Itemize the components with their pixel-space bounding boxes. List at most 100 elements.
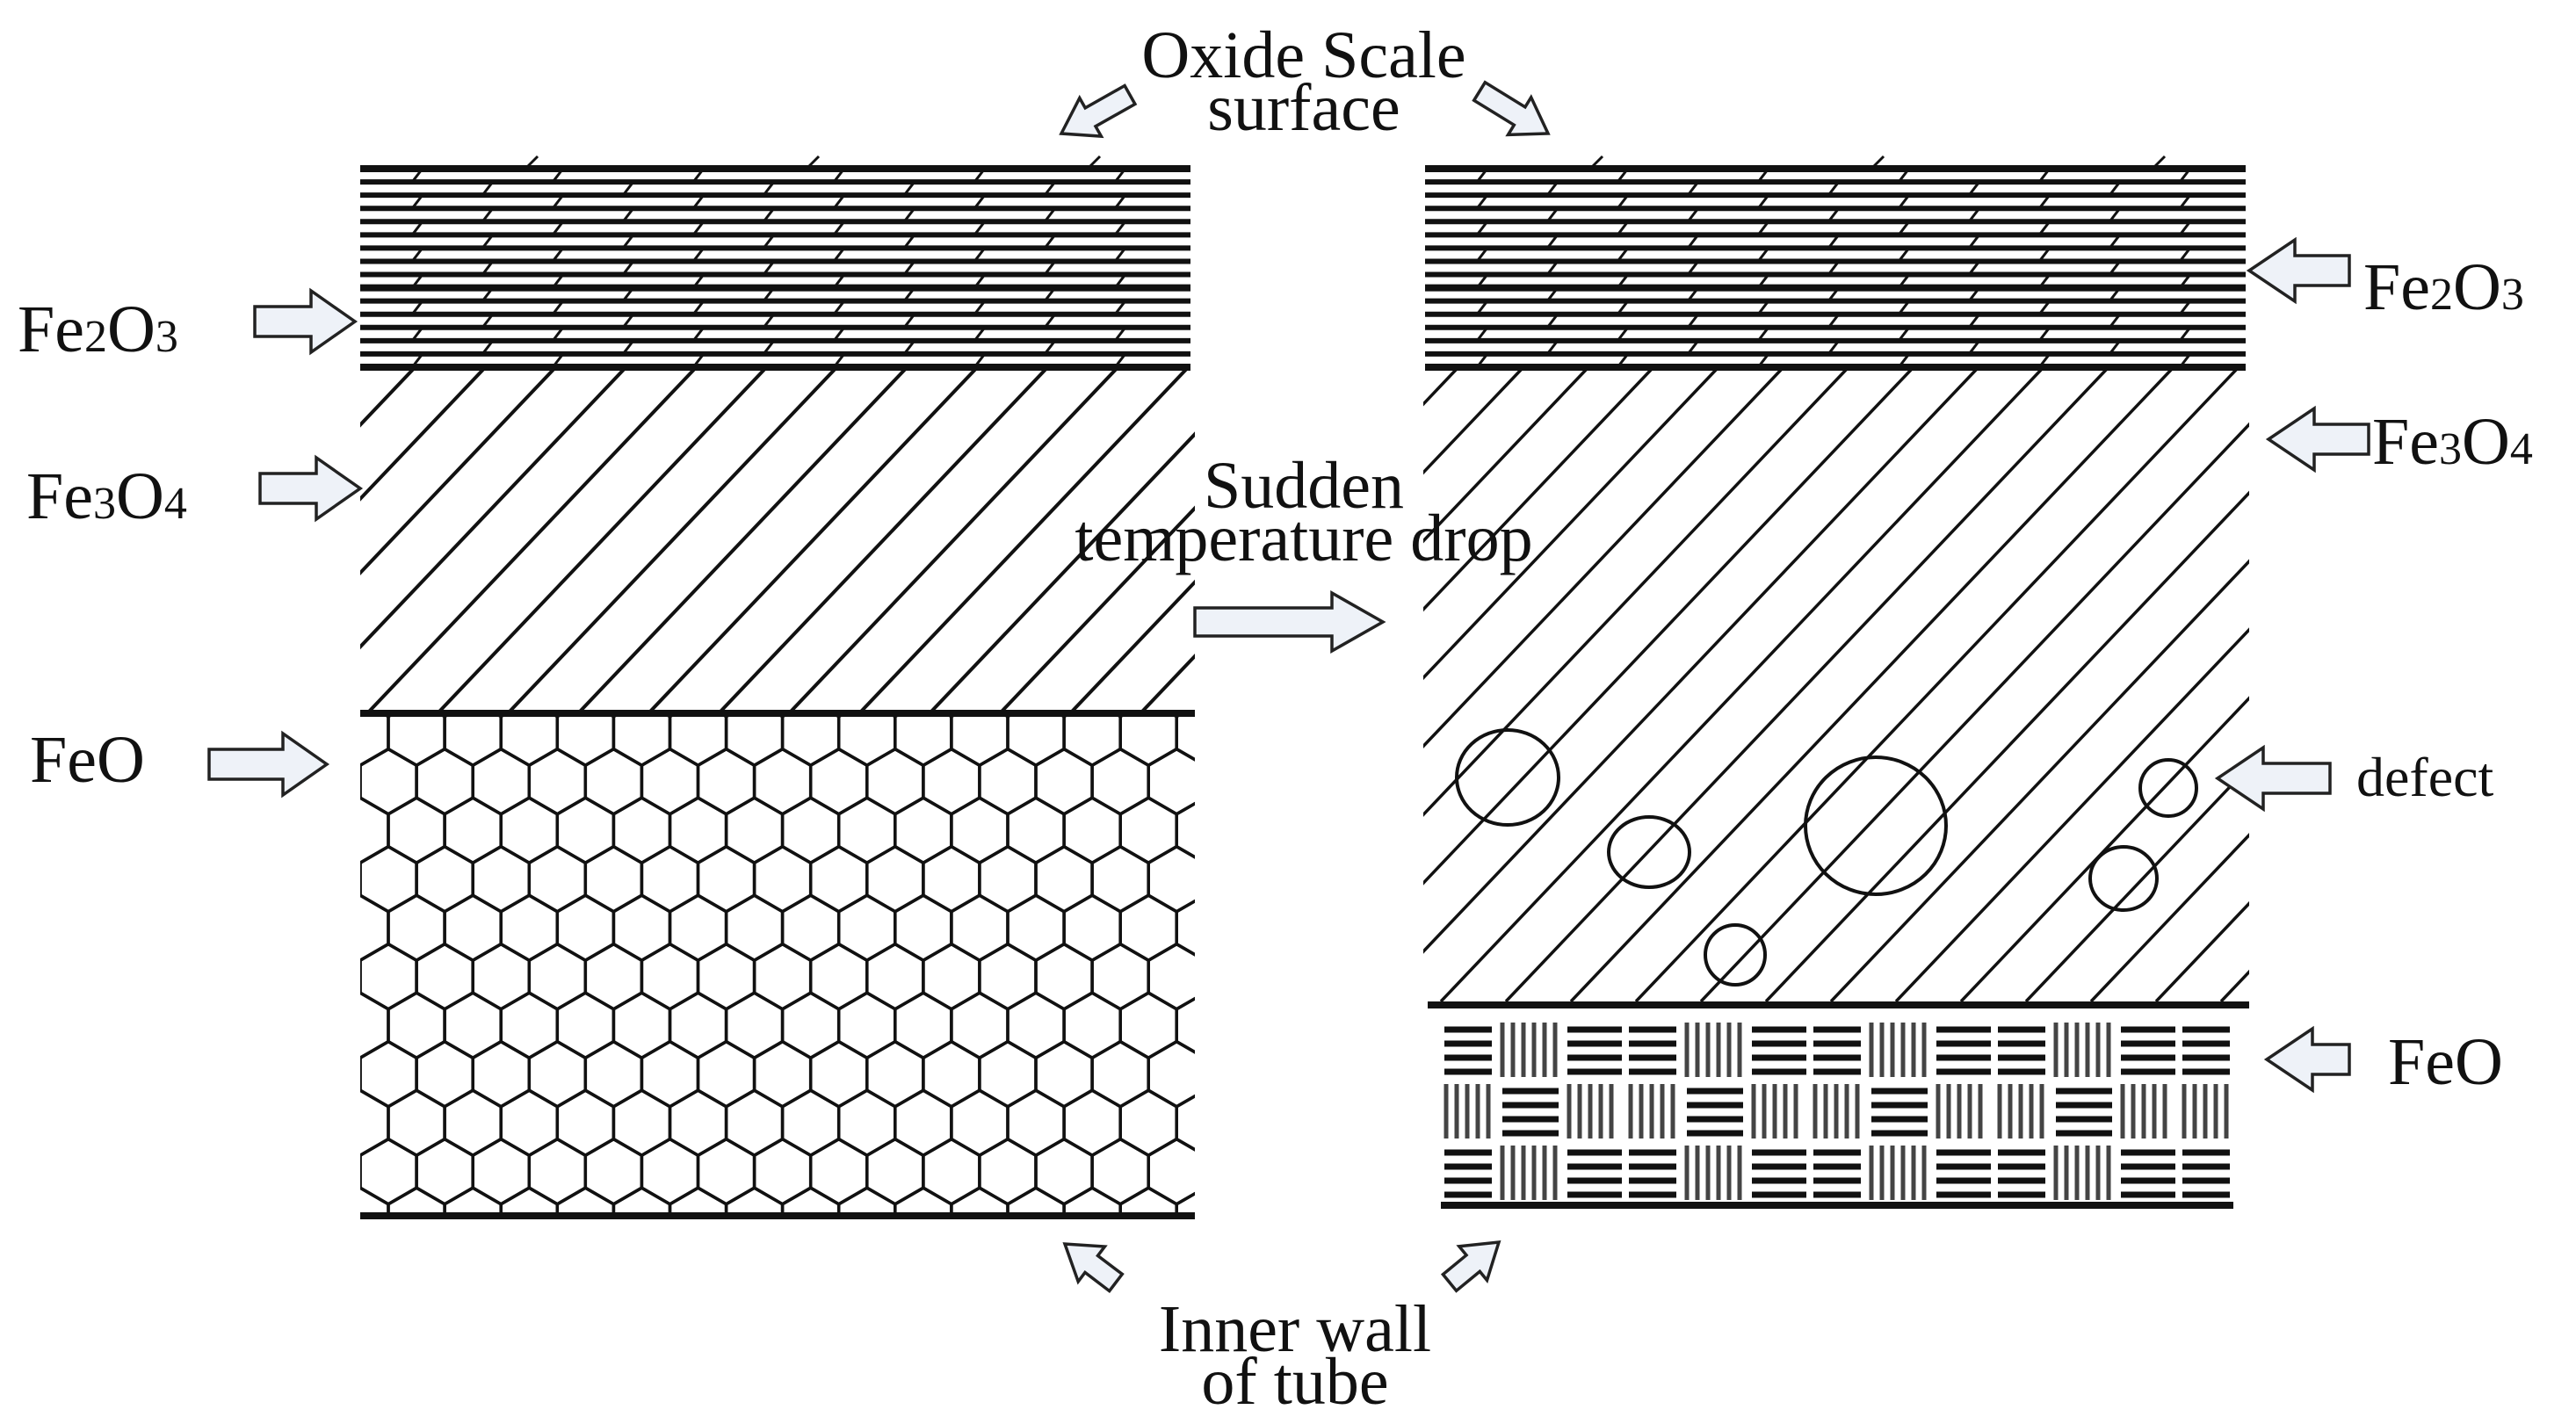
right-feo-layer bbox=[1428, 1001, 2249, 1209]
fe3o4-hatch bbox=[2546, 369, 2576, 1001]
fe2o3-tick bbox=[1044, 340, 1056, 354]
fe3o4-hatch bbox=[1569, 369, 2174, 1001]
fe3o4-hatch bbox=[1423, 369, 1849, 817]
fe2o3-tick bbox=[692, 300, 705, 314]
fe2o3-tick bbox=[903, 182, 915, 196]
fe2o3-tick bbox=[1617, 274, 1629, 288]
sudden-label: Sudden bbox=[1204, 449, 1404, 523]
hex-cell bbox=[1205, 847, 1261, 912]
right-defect-label: defect bbox=[2356, 746, 2494, 808]
fe2o3-tick bbox=[973, 327, 986, 341]
surface-label: surface bbox=[1207, 71, 1400, 145]
fe2o3-tick bbox=[973, 248, 986, 262]
fe2o3-tick bbox=[552, 195, 564, 209]
fe2o3-tick bbox=[1476, 169, 1488, 182]
arrow-right-icon bbox=[207, 730, 330, 799]
fe2o3-tick bbox=[1827, 314, 1840, 328]
fe3o4-hatch bbox=[859, 369, 1188, 712]
fe2o3-tick bbox=[2038, 300, 2051, 314]
fe2o3-tick bbox=[1687, 314, 1699, 328]
temperature-drop-label: temperature drop bbox=[1075, 502, 1532, 575]
fe3o4-hatch bbox=[18, 369, 344, 712]
fe2o3-tick bbox=[2038, 221, 2051, 235]
fe2o3-tick bbox=[552, 248, 564, 262]
fe2o3-tick bbox=[1617, 300, 1629, 314]
fe2o3-tick bbox=[1898, 195, 1910, 209]
fe3o4-hatch bbox=[1494, 369, 1820, 712]
fe2o3-tick bbox=[1827, 182, 1840, 196]
fe2o3-tick bbox=[1757, 169, 1769, 182]
fe3o4-hatch bbox=[360, 369, 555, 576]
hex-cell bbox=[1205, 749, 1261, 814]
fe2o3-tick bbox=[411, 169, 423, 182]
fe2o3-tick bbox=[973, 354, 986, 367]
fe2o3-tick bbox=[1044, 208, 1056, 222]
fe2o3-tick bbox=[1898, 248, 1910, 262]
fe2o3-tick bbox=[1687, 182, 1699, 196]
arrow-right-icon bbox=[258, 454, 364, 523]
hex-cell bbox=[950, 1186, 1009, 1216]
fe2o3-tick bbox=[1827, 287, 1840, 301]
fe2o3-tick bbox=[973, 300, 986, 314]
fe2o3-tick bbox=[1827, 235, 1840, 249]
fe3o4-hatch bbox=[719, 369, 1047, 712]
fe2o3-tick bbox=[2109, 287, 2121, 301]
arrow-left-icon bbox=[2214, 744, 2332, 813]
right-fe3o4-layer bbox=[1423, 369, 2576, 1001]
fe3o4-hatch bbox=[1070, 579, 1195, 712]
fe2o3-tick bbox=[1757, 195, 1769, 209]
defect-circle bbox=[1607, 815, 1691, 889]
arrow-right-icon bbox=[1193, 589, 1386, 654]
fe3o4-hatch bbox=[1000, 505, 1195, 712]
fe2o3-tick bbox=[1546, 261, 1559, 275]
hex-cell bbox=[276, 993, 332, 1058]
hex-cell bbox=[1118, 1186, 1178, 1216]
fe2o3-tick bbox=[2179, 327, 2191, 341]
fe2o3-tick bbox=[833, 327, 845, 341]
fe2o3-tick bbox=[1476, 248, 1488, 262]
fe2o3-tick bbox=[1898, 327, 1910, 341]
hex-cell bbox=[1175, 1191, 1195, 1216]
fe2o3-tick bbox=[973, 221, 986, 235]
fe3o4-hatch bbox=[1423, 369, 1653, 612]
fe3o4-hatch bbox=[367, 369, 696, 712]
fe2o3-tick bbox=[1114, 221, 1126, 235]
fe2o3-tick bbox=[903, 261, 915, 275]
fe2o3-tick bbox=[1044, 235, 1056, 249]
inner-wall-label: Inner wall bbox=[1159, 1292, 1431, 1366]
hex-cell bbox=[1006, 1186, 1066, 1216]
left-fe2o3-label: Fe2O3 bbox=[18, 293, 178, 366]
fe2o3-tick bbox=[2179, 274, 2191, 288]
fe2o3-tick bbox=[411, 195, 423, 209]
fe2o3-tick bbox=[1476, 354, 1488, 367]
fe2o3-tick bbox=[552, 274, 564, 288]
fe2o3-tick bbox=[833, 195, 845, 209]
fe2o3-tick bbox=[411, 300, 423, 314]
fe2o3-tick bbox=[1114, 354, 1126, 367]
left-fe3o4-layer bbox=[18, 369, 1820, 712]
fe2o3-tick bbox=[1476, 327, 1488, 341]
oxide-scale-label: Oxide Scale bbox=[1141, 18, 1465, 92]
fe2o3-tick bbox=[1546, 314, 1559, 328]
hex-cell bbox=[276, 1090, 332, 1155]
fe3o4-hatch bbox=[1894, 627, 2249, 1001]
fe2o3-tick bbox=[2038, 274, 2051, 288]
left-feo-label: FeO bbox=[30, 723, 145, 797]
fe2o3-tick bbox=[1114, 300, 1126, 314]
fe3o4-hatch bbox=[1504, 369, 2109, 1001]
fe2o3-tick bbox=[973, 274, 986, 288]
fe2o3-tick bbox=[622, 340, 634, 354]
fe2o3-tick bbox=[622, 235, 634, 249]
fe2o3-tick bbox=[552, 221, 564, 235]
fe2o3-tick bbox=[1114, 248, 1126, 262]
fe2o3-tick bbox=[2179, 248, 2191, 262]
fe3o4-hatch bbox=[1423, 369, 1588, 544]
fe2o3-tick bbox=[552, 169, 564, 182]
fe2o3-tick bbox=[763, 261, 775, 275]
fe2o3-tick bbox=[2038, 327, 2051, 341]
arrow-left-icon bbox=[2265, 405, 2370, 473]
fe2o3-tick bbox=[763, 208, 775, 222]
fe2o3-tick bbox=[552, 327, 564, 341]
hex-cell bbox=[611, 1186, 672, 1216]
fe3o4-hatch bbox=[1423, 369, 1914, 885]
